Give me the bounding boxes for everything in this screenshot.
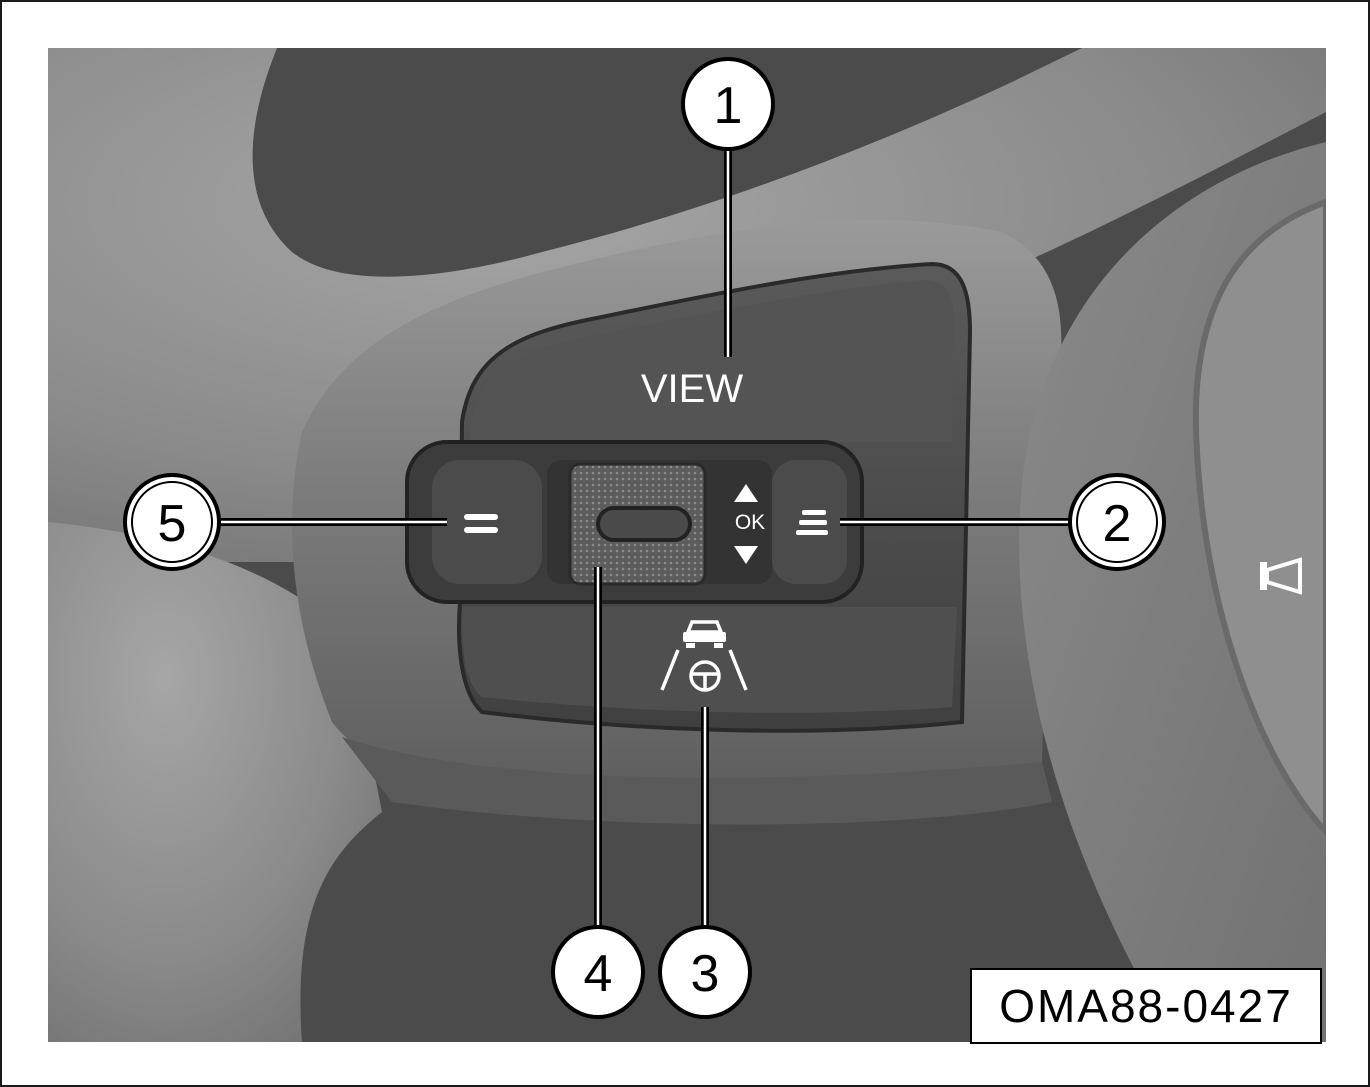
two-lines-icon (464, 514, 498, 533)
view-button[interactable] (470, 280, 954, 442)
view-button-label: VIEW (641, 367, 743, 411)
callout-3: 3 (658, 925, 752, 1019)
svg-text:4: 4 (584, 945, 613, 1003)
steering-wheel-controls-illustration: VIEW OK (48, 48, 1326, 1042)
spoke-lower-edge (342, 737, 1052, 825)
driver-assist-icon (660, 620, 748, 692)
horn-icon (1260, 557, 1302, 595)
callout-1: 1 (681, 57, 775, 151)
driver-assist-button[interactable] (462, 607, 957, 713)
ok-label: OK (735, 511, 765, 534)
steering-wheel-rim-lower (48, 522, 382, 1042)
hub-inner-edge (1192, 198, 1326, 837)
svg-text:1: 1 (714, 77, 743, 135)
callout-2: 2 (1068, 473, 1166, 571)
triangle-up-icon (734, 484, 758, 502)
svg-text:2: 2 (1103, 495, 1132, 553)
left-menu-button[interactable] (432, 460, 542, 584)
svg-text:3: 3 (691, 945, 720, 1003)
thumbwheel-press[interactable] (596, 506, 692, 542)
three-lines-icon (796, 510, 828, 535)
figure-code-label: OMA88-0427 (970, 968, 1322, 1044)
leader-lines (216, 150, 1070, 927)
svg-text:5: 5 (158, 495, 187, 553)
callout-5: 5 (123, 473, 221, 571)
callout-4: 4 (551, 925, 645, 1019)
triangle-down-icon (734, 546, 758, 564)
